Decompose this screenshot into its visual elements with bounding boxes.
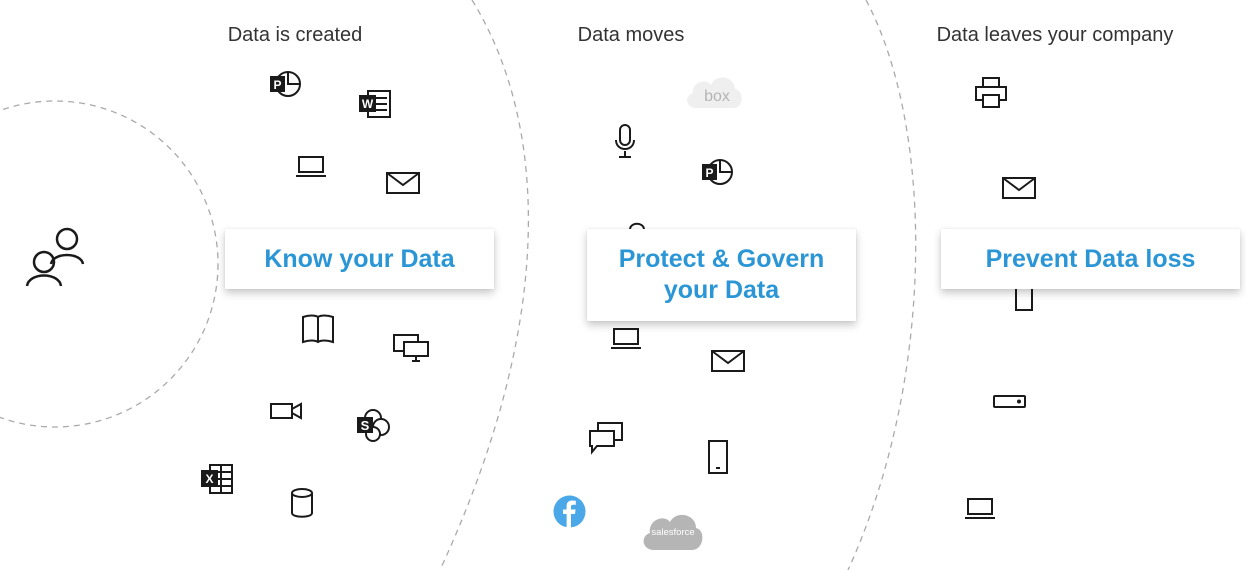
- salesforce-cloud-icon: salesforce: [640, 508, 704, 554]
- sharepoint-icon: S: [356, 408, 392, 442]
- facebook-icon: [553, 495, 586, 528]
- phone-icon: [707, 440, 729, 476]
- box-label: box: [704, 88, 730, 105]
- salesforce-label: salesforce: [651, 527, 694, 538]
- laptop-icon-2: [610, 328, 642, 350]
- outer-dashed-arc: [847, 0, 917, 570]
- stage-heading-created: Data is created: [227, 24, 363, 46]
- box-cloud-icon: box: [684, 72, 744, 110]
- card-prevent-data-loss[interactable]: Prevent Data loss: [941, 229, 1240, 289]
- users-icon: [24, 224, 86, 288]
- stage-heading-leaves: Data leaves your company: [936, 24, 1174, 46]
- usb-drive-icon: [993, 394, 1027, 410]
- card-title: Know your Data: [264, 244, 455, 273]
- middle-dashed-arc: [439, 0, 530, 570]
- card-protect-govern[interactable]: Protect & Govern your Data: [587, 229, 856, 321]
- partial-icon-hidden: [628, 220, 646, 230]
- svg-text:P: P: [273, 78, 281, 92]
- laptop-icon: [295, 156, 327, 178]
- powerpoint-icon: P: [268, 70, 302, 100]
- powerpoint-icon-2: P: [700, 158, 734, 188]
- phone-icon-2: [1014, 286, 1034, 312]
- video-icon: [270, 402, 302, 420]
- devices-icon: [393, 334, 429, 362]
- printer-icon: [974, 76, 1008, 110]
- card-title: Prevent Data loss: [985, 244, 1196, 273]
- svg-text:S: S: [361, 418, 370, 433]
- mail-icon-3: [1002, 177, 1036, 199]
- mail-icon: [386, 172, 420, 194]
- svg-text:W: W: [362, 97, 374, 111]
- stage-heading-moves: Data moves: [577, 24, 685, 46]
- svg-text:X: X: [205, 472, 213, 486]
- database-icon: [290, 488, 314, 518]
- word-icon: W: [358, 90, 392, 118]
- microphone-icon: [614, 124, 636, 158]
- svg-text:P: P: [705, 166, 713, 180]
- chat-icon: [588, 422, 624, 455]
- book-icon: [301, 314, 335, 344]
- excel-icon: X: [200, 464, 234, 494]
- card-know-your-data[interactable]: Know your Data: [225, 229, 494, 289]
- card-title: Protect & Govern your Data: [618, 245, 825, 304]
- laptop-icon-3: [964, 498, 996, 520]
- inner-dashed-circle: [0, 100, 219, 428]
- mail-icon-2: [711, 350, 745, 372]
